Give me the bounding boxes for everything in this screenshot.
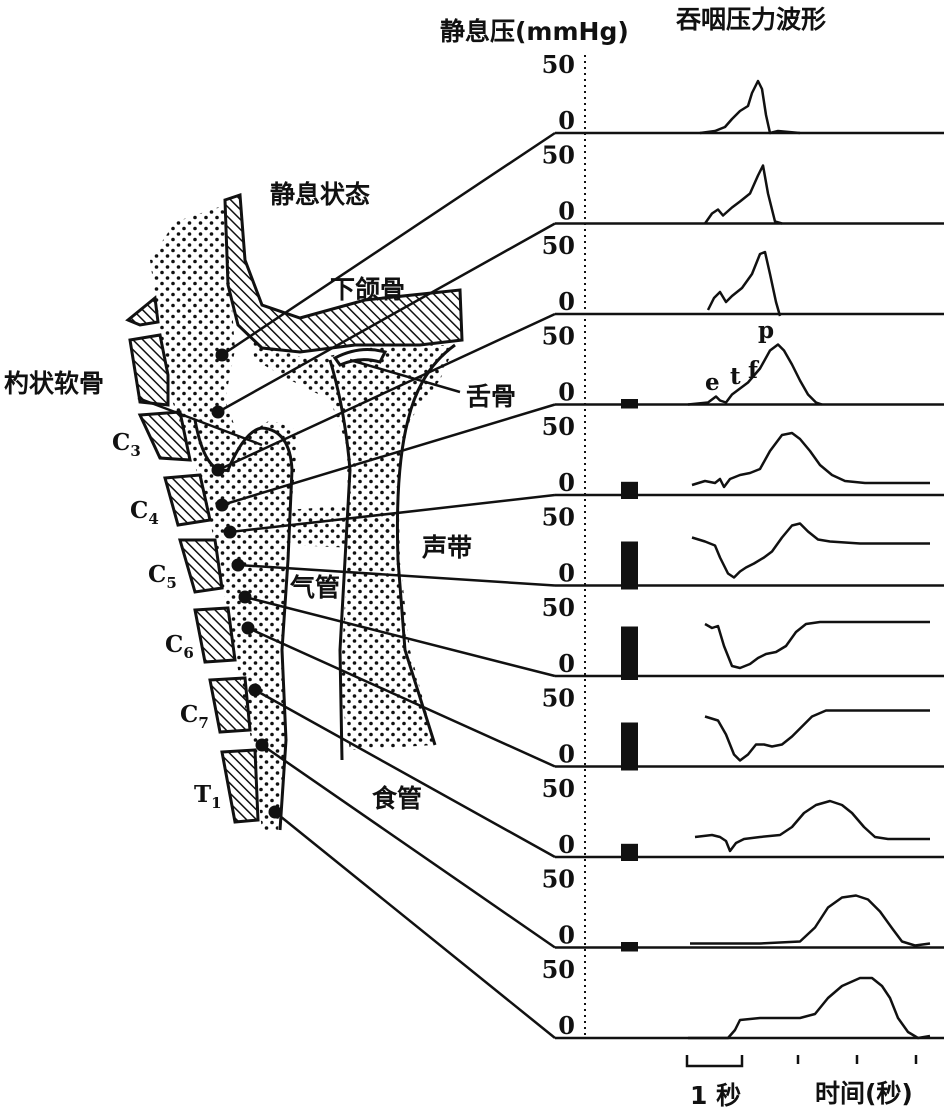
- swallow-pressure-wave: [704, 709, 930, 762]
- time-axis-label: 时间(秒): [815, 1079, 913, 1108]
- sensor-connector-line: [237, 563, 556, 587]
- trachea-back-outline: [395, 343, 456, 746]
- pressure-channels: 50 0 50 0 50 0 50 0 50 0 50 0 50 0 50 0 50 0 50 0 50 0: [542, 50, 944, 1040]
- marker-e: e: [705, 369, 720, 396]
- sensor-dot: [248, 683, 262, 697]
- esophagus-label: 食管: [372, 784, 422, 813]
- sensor-dot: [241, 621, 255, 635]
- tick-label-50: 50: [542, 774, 575, 803]
- vocal-fold-band: [285, 505, 395, 548]
- vertebra-label: T1: [194, 781, 222, 812]
- sensor-connector-line: [254, 688, 556, 859]
- resting-pressure-bar: [621, 399, 638, 409]
- sensor-dot: [231, 558, 245, 572]
- tick-label-0: 0: [558, 649, 575, 678]
- one-second-label: 1 秒: [690, 1081, 741, 1110]
- time-axis: [685, 1055, 918, 1068]
- hyoid-shape: [332, 348, 388, 367]
- vertebra-label: C5: [148, 561, 177, 592]
- anatomy-drawing: [125, 192, 464, 832]
- vocal-cord-label: 声带: [422, 533, 472, 562]
- pharynx-tissue: [150, 205, 298, 832]
- swallow-pressure-wave: [688, 976, 931, 1040]
- tick-label-50: 50: [542, 50, 575, 79]
- sensor-dot: [255, 738, 269, 752]
- sensor-connector-line: [217, 312, 556, 472]
- sensor-connector-line: [217, 222, 556, 414]
- trachea-label: 气管: [289, 573, 340, 602]
- sensor-connector-line: [261, 743, 556, 949]
- tick-label-0: 0: [558, 1011, 575, 1040]
- swallow-pressure-wave: [691, 431, 930, 489]
- trachea-front-outline: [328, 359, 352, 761]
- tick-label-0: 0: [558, 106, 575, 135]
- sensor-connector-line: [247, 626, 556, 768]
- label-pointers: [137, 358, 461, 447]
- sensor-connectors: [211, 131, 556, 1039]
- sensor-dot: [211, 463, 225, 477]
- tick-label-0: 0: [558, 378, 575, 407]
- resting-pressure-bar: [621, 481, 638, 499]
- tick-label-50: 50: [542, 684, 575, 713]
- swallow-pressure-wave: [691, 522, 930, 579]
- sensor-connector-line: [244, 595, 556, 678]
- resting-pressure-bar: [621, 843, 638, 861]
- swallow-pressure-wave: [690, 894, 931, 947]
- vertebra-label: C7: [180, 701, 209, 732]
- swallow-pressure-wave: [699, 79, 801, 135]
- resting-state-label: 静息状态: [270, 180, 370, 209]
- tick-label-0: 0: [558, 740, 575, 769]
- resting-pressure-bar: [621, 722, 638, 771]
- swallow-pressure-wave: [687, 343, 823, 406]
- one-second-bracket: [685, 1055, 744, 1068]
- tick-label-50: 50: [542, 322, 575, 351]
- tick-label-50: 50: [542, 955, 575, 984]
- tick-label-50: 50: [542, 141, 575, 170]
- marker-p: p: [758, 317, 774, 344]
- swallow-pressure-wave: [703, 164, 783, 225]
- arytenoid-label: 杓状软骨: [4, 369, 104, 398]
- vertebrae-shapes: [125, 295, 260, 824]
- hyoid-label: 舌骨: [466, 382, 516, 411]
- sensor-connector-line: [229, 493, 556, 534]
- sensor-dot: [238, 590, 252, 604]
- vertebra-label: C4: [130, 497, 159, 528]
- sensor-dot: [215, 498, 229, 512]
- tick-label-50: 50: [542, 412, 575, 441]
- swallow-pressure-wave: [694, 799, 930, 853]
- mandible-label: 下颌骨: [330, 275, 405, 304]
- tick-label-50: 50: [542, 593, 575, 622]
- tick-label-0: 0: [558, 468, 575, 497]
- tick-label-0: 0: [558, 921, 575, 950]
- resting-pressure-title: 静息压(mmHg): [440, 17, 629, 46]
- sensor-dot: [223, 525, 237, 539]
- tick-label-50: 50: [542, 503, 575, 532]
- vertebra-label: C6: [165, 631, 194, 662]
- tick-label-0: 0: [558, 197, 575, 226]
- resting-pressure-bar: [621, 942, 638, 952]
- sensor-dot: [211, 405, 225, 419]
- sensor-connector-line: [274, 811, 556, 1039]
- sensor-connector-line: [221, 131, 556, 357]
- tick-label-50: 50: [542, 231, 575, 260]
- vertebra-labels: C3 C4 C5 C6 C7 T1: [112, 429, 222, 812]
- swallow-pressure-wave: [704, 620, 930, 670]
- swallow-pressure-wave: [706, 250, 782, 317]
- tick-label-0: 0: [558, 559, 575, 588]
- sensor-dot: [268, 805, 282, 819]
- sensor-dot: [215, 348, 229, 362]
- resting-pressure-bar: [621, 541, 638, 590]
- tick-label-0: 0: [558, 830, 575, 859]
- marker-f: f: [748, 357, 760, 384]
- tick-label-0: 0: [558, 287, 575, 316]
- marker-t: t: [730, 363, 741, 390]
- sensor-connector-line: [221, 403, 556, 507]
- pharynx-outline: [193, 419, 294, 831]
- resting-pressure-bar: [621, 626, 638, 680]
- swallow-waveform-title: 吞咽压力波形: [676, 5, 826, 34]
- vertebra-label: C3: [112, 429, 141, 460]
- tick-label-50: 50: [542, 865, 575, 894]
